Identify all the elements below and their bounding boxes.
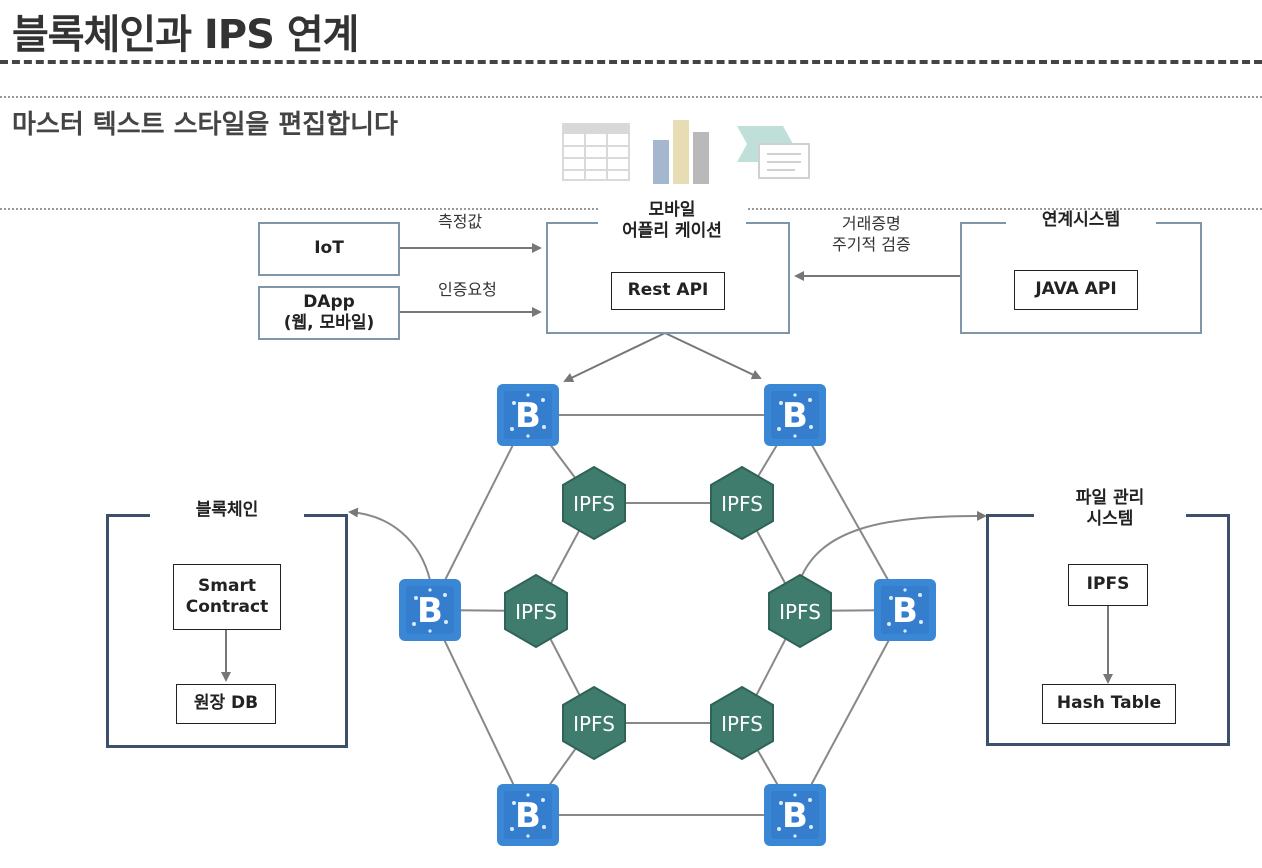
file-system-panel[interactable] [986,514,1230,746]
ipfs-node-label: IPFS [721,492,763,516]
ipfs-node-top-right[interactable]: IPFS [710,466,774,540]
arrow-app-to-block-left [563,332,666,383]
content-placeholder-icons[interactable] [555,118,815,190]
mobile-app-title-line1: 모바일 [648,200,696,220]
blockchain-panel-title: 블록체인 [166,500,288,522]
edge-label-verify-line2: 주기적 검증 [832,234,911,254]
dapp-sublabel: (웹, 모바일) [283,313,375,333]
blockchain-node-top-left[interactable]: B [497,384,559,446]
blockchain-node-left[interactable]: B [399,579,461,641]
fs-ipfs-box[interactable]: IPFS [1068,564,1148,606]
blockchain-glyph: B [417,591,443,631]
curve-to-file-system [799,510,987,581]
slide-title: 블록체인과 IPS 연계 [12,12,359,58]
ipfs-node-label: IPFS [721,712,763,736]
ipfs-node-label: IPFS [573,712,615,736]
edge-label-measure: 측정값 [438,212,483,231]
file-system-title-line1: 파일 관리 [1075,488,1145,508]
edge-label-verify-line1: 거래증명 [841,214,901,233]
ipfs-node-bottom-right[interactable]: IPFS [710,686,774,760]
mobile-app-title-line2: 어플리 케이션 [622,221,722,242]
smart-contract-line2: Contract [185,597,269,617]
ipfs-node-top-left[interactable]: IPFS [562,466,626,540]
ipfs-node-label: IPFS [515,600,557,624]
smartart-icon[interactable] [737,126,810,179]
mobile-app-title: 모바일 어플리 케이션 [598,200,746,243]
dapp-label: DApp [303,291,355,312]
ipfs-node-bottom-left[interactable]: IPFS [562,686,626,760]
file-system-title-line2: 시스템 [1086,509,1134,530]
arrow-app-to-block-right [664,332,762,380]
blockchain-node-bottom-right[interactable]: B [764,784,826,846]
blockchain-glyph: B [515,396,541,436]
ledger-db-box[interactable]: 원장 DB [176,684,276,724]
edge-label-auth: 인증요청 [438,280,497,299]
table-icon[interactable] [562,123,630,181]
blockchain-glyph: B [515,796,541,836]
blockchain-glyph: B [782,796,808,836]
blockchain-glyph: B [782,396,808,436]
ipfs-node-label: IPFS [573,492,615,516]
edge-label-verify: 거래증명 주기적 검증 [832,214,911,256]
curve-to-blockchain-panel [348,507,431,581]
blockchain-node-bottom-left[interactable]: B [497,784,559,846]
ipfs-node-right[interactable]: IPFS [768,574,832,648]
blockchain-node-top-right[interactable]: B [764,384,826,446]
slide-subtitle[interactable]: 마스터 텍스트 스타일을 편집합니다 [12,110,398,140]
bar-chart-icon[interactable] [653,120,709,184]
blockchain-panel[interactable] [106,514,348,748]
title-divider [0,60,1262,64]
smart-contract-box[interactable]: Smart Contract [173,564,281,630]
rest-api-box[interactable]: Rest API [611,272,725,310]
ipfs-node-left[interactable]: IPFS [504,574,568,648]
linked-system-title: 연계시스템 [1006,210,1156,232]
iot-box[interactable]: IoT [258,222,400,276]
hash-table-box[interactable]: Hash Table [1042,684,1176,724]
smart-contract-line1: Smart [198,575,256,596]
iot-label: IoT [314,238,344,259]
blockchain-glyph: B [892,591,918,631]
file-system-title: 파일 관리 시스템 [1046,488,1174,531]
dotted-divider-top [0,96,1262,98]
java-api-box[interactable]: JAVA API [1014,270,1138,310]
ipfs-node-label: IPFS [779,600,821,624]
dapp-box[interactable]: DApp (웹, 모바일) [258,286,400,340]
blockchain-node-right[interactable]: B [874,579,936,641]
